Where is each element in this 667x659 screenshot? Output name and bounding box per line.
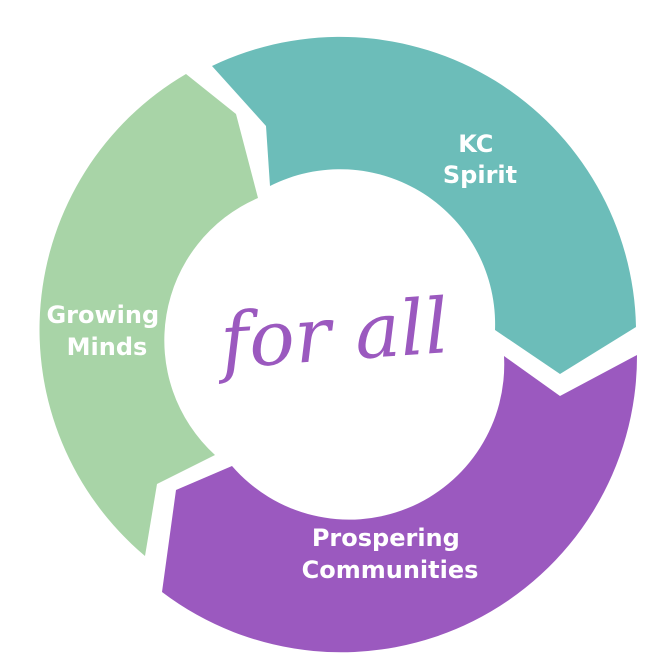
segment-growing-minds: [39, 74, 259, 556]
label-prospering-communities: Prospering Communities: [302, 524, 479, 584]
label-growing-minds: Growing Minds: [46, 301, 167, 361]
center-tagline: for all: [213, 281, 452, 386]
label-kc-spirit: KC Spirit: [443, 130, 517, 189]
segment-prospering-communities: [162, 355, 638, 653]
segment-kc-spirit: [212, 36, 636, 375]
